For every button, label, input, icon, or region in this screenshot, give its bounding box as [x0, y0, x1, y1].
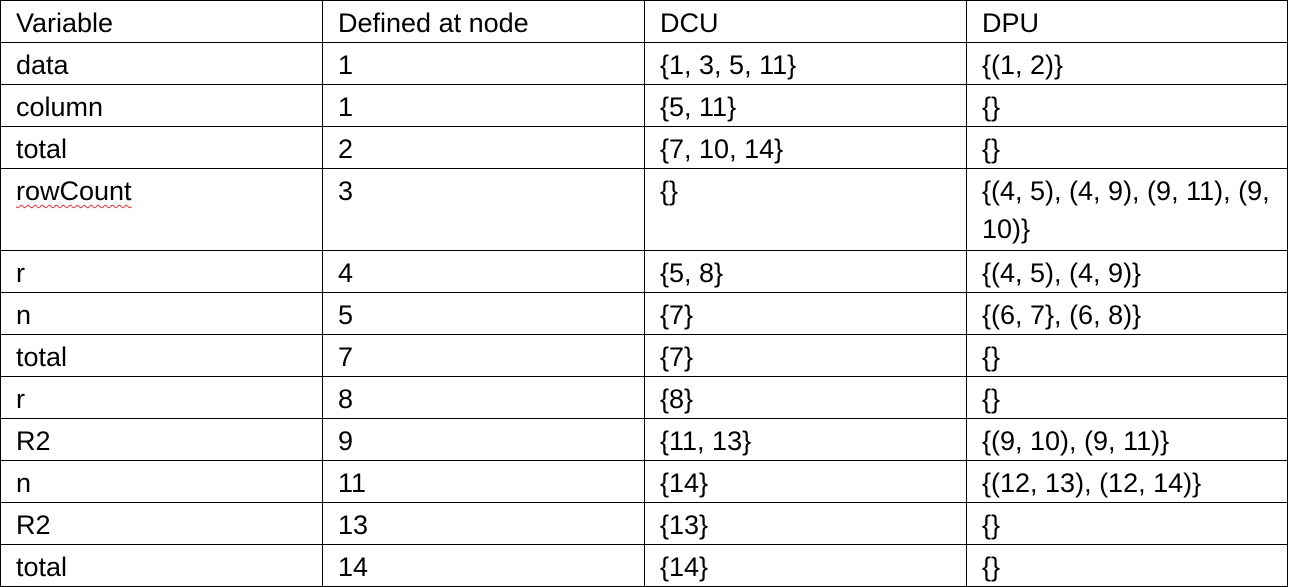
cell-node: 9 — [322, 418, 645, 461]
cell-variable: total — [0, 126, 323, 169]
cell-dpu: {} — [966, 84, 1288, 127]
cell-variable: column — [0, 84, 323, 127]
cell-node: 7 — [322, 334, 645, 377]
table-row: total 2 {7, 10, 14} {} — [0, 126, 1288, 169]
cell-variable: R2 — [0, 418, 323, 461]
cell-variable: n — [0, 460, 323, 503]
cell-dcu: {8} — [644, 376, 967, 419]
cell-dcu: {14} — [644, 544, 967, 587]
table-row: total 14 {14} {} — [0, 544, 1288, 587]
cell-dcu: {7, 10, 14} — [644, 126, 967, 169]
cell-node: 1 — [322, 42, 645, 85]
table-row: n 5 {7} {(6, 7}, (6, 8)} — [0, 292, 1288, 335]
cell-node: 4 — [322, 250, 645, 293]
cell-variable: rowCount — [0, 168, 323, 251]
cell-dpu: {} — [966, 502, 1288, 545]
cell-dpu: {(4, 5), (4, 9)} — [966, 250, 1288, 293]
cell-node: 2 — [322, 126, 645, 169]
cell-node: 8 — [322, 376, 645, 419]
cell-dpu: {} — [966, 334, 1288, 377]
cell-dpu: {} — [966, 126, 1288, 169]
cell-node: 14 — [322, 544, 645, 587]
cell-dpu: {(4, 5), (4, 9), (9, 11), (9, 10)} — [966, 168, 1288, 251]
header-row: Variable Defined at node DCU DPU — [0, 0, 1288, 43]
table-row: n 11 {14} {(12, 13), (12, 14)} — [0, 460, 1288, 503]
table-row: rowCount 3 {} {(4, 5), (4, 9), (9, 11), … — [0, 168, 1288, 251]
cell-variable: r — [0, 250, 323, 293]
cell-dpu: {} — [966, 376, 1288, 419]
cell-variable: n — [0, 292, 323, 335]
cell-node: 13 — [322, 502, 645, 545]
header-dpu: DPU — [966, 0, 1288, 43]
cell-variable: total — [0, 334, 323, 377]
header-defined-at-node: Defined at node — [322, 0, 645, 43]
cell-dcu: {14} — [644, 460, 967, 503]
cell-variable: r — [0, 376, 323, 419]
cell-dpu: {(6, 7}, (6, 8)} — [966, 292, 1288, 335]
cell-variable: data — [0, 42, 323, 85]
cell-dcu: {} — [644, 168, 967, 251]
cell-dpu: {(9, 10), (9, 11)} — [966, 418, 1288, 461]
cell-variable: total — [0, 544, 323, 587]
cell-dcu: {7} — [644, 292, 967, 335]
cell-node: 11 — [322, 460, 645, 503]
table-row: r 8 {8} {} — [0, 376, 1288, 419]
table-row: data 1 {1, 3, 5, 11} {(1, 2)} — [0, 42, 1288, 85]
cell-node: 5 — [322, 292, 645, 335]
table-row: column 1 {5, 11} {} — [0, 84, 1288, 127]
cell-dpu: {(12, 13), (12, 14)} — [966, 460, 1288, 503]
cell-variable: R2 — [0, 502, 323, 545]
cell-dcu: {11, 13} — [644, 418, 967, 461]
table-row: R2 9 {11, 13} {(9, 10), (9, 11)} — [0, 418, 1288, 461]
spellcheck-underlined-text: rowCount — [16, 176, 132, 206]
cell-dcu: {13} — [644, 502, 967, 545]
table-row: R2 13 {13} {} — [0, 502, 1288, 545]
cell-node: 1 — [322, 84, 645, 127]
cell-dcu: {5, 8} — [644, 250, 967, 293]
cell-dcu: {1, 3, 5, 11} — [644, 42, 967, 85]
cell-node: 3 — [322, 168, 645, 251]
header-dcu: DCU — [644, 0, 967, 43]
header-variable: Variable — [0, 0, 323, 43]
table-row: total 7 {7} {} — [0, 334, 1288, 377]
cell-dpu: {(1, 2)} — [966, 42, 1288, 85]
cell-dcu: {5, 11} — [644, 84, 967, 127]
cell-dcu: {7} — [644, 334, 967, 377]
cell-dpu: {} — [966, 544, 1288, 587]
table-row: r 4 {5, 8} {(4, 5), (4, 9)} — [0, 250, 1288, 293]
